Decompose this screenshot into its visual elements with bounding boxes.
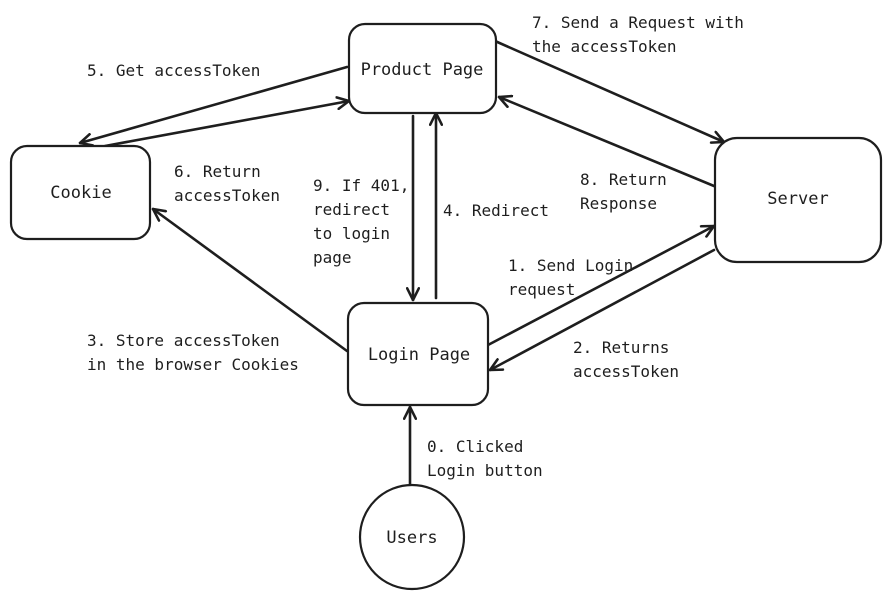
edge-7-label-line-1: 7. Send a Request with — [532, 13, 744, 32]
edge-1-label-line-2: request — [508, 280, 575, 299]
login-page-node: Login Page — [346, 301, 490, 407]
edge-7-label: 7. Send a Request with the accessToken — [532, 13, 754, 56]
edge-4-label-line-1: 4. Redirect — [443, 201, 549, 220]
edge-3-label-line-1: 3. Store accessToken — [87, 331, 280, 350]
edge-1-label-line-1: 1. Send Login — [508, 256, 633, 275]
edge-6-label: 6. Return accessToken — [174, 162, 280, 205]
edge-5-label: 5. Get accessToken — [87, 61, 260, 80]
edge-7-line — [493, 39, 726, 142]
edge-0-label-line-1: 0. Clicked — [427, 437, 523, 456]
edge-5-line — [78, 65, 349, 143]
edge-6-label-line-2: accessToken — [174, 186, 280, 205]
server-node: Server — [713, 136, 883, 264]
edge-3-label: 3. Store accessToken in the browser Cook… — [87, 331, 299, 374]
edge-1-line — [486, 224, 716, 347]
product-page-node: Product Page — [347, 22, 498, 115]
edge-9-label-line-1: 9. If 401, — [313, 176, 409, 195]
edge-7-label-line-2: the accessToken — [532, 37, 677, 56]
edge-2-label-line-2: accessToken — [573, 362, 679, 381]
edge-9-label-line-3: to login — [313, 224, 390, 243]
users-label: Users — [386, 528, 437, 548]
edge-6-label-line-1: 6. Return — [174, 162, 261, 181]
login-page-label: Login Page — [368, 345, 470, 365]
edge-5-label-line-1: 5. Get accessToken — [87, 61, 260, 80]
edge-8-label-line-1: 8. Return — [580, 170, 667, 189]
edge-3-label-line-2: in the browser Cookies — [87, 355, 299, 374]
server-label: Server — [767, 189, 828, 209]
cookie-label: Cookie — [50, 183, 111, 203]
edge-4-label: 4. Redirect — [443, 201, 549, 220]
edge-1-label: 1. Send Login request — [508, 256, 643, 299]
edge-9-label-line-4: page — [313, 248, 352, 267]
edge-9-label: 9. If 401, redirect to login page — [313, 176, 419, 267]
edge-8-label: 8. Return Response — [580, 170, 676, 213]
edge-6-line — [103, 101, 351, 148]
users-node: Users — [358, 483, 466, 591]
edge-8-line — [497, 97, 716, 188]
edge-8-label-line-2: Response — [580, 194, 657, 213]
edge-2-label-line-1: 2. Returns — [573, 338, 669, 357]
edge-3-line — [151, 207, 349, 353]
edge-0-label: 0. Clicked Login button — [427, 437, 543, 480]
edge-2-label: 2. Returns accessToken — [573, 338, 679, 381]
edge-0-label-line-2: Login button — [427, 461, 543, 480]
cookie-node: Cookie — [9, 144, 152, 241]
edge-9-label-line-2: redirect — [313, 200, 390, 219]
product-page-label: Product Page — [361, 60, 484, 80]
edge-2-line — [488, 248, 716, 372]
